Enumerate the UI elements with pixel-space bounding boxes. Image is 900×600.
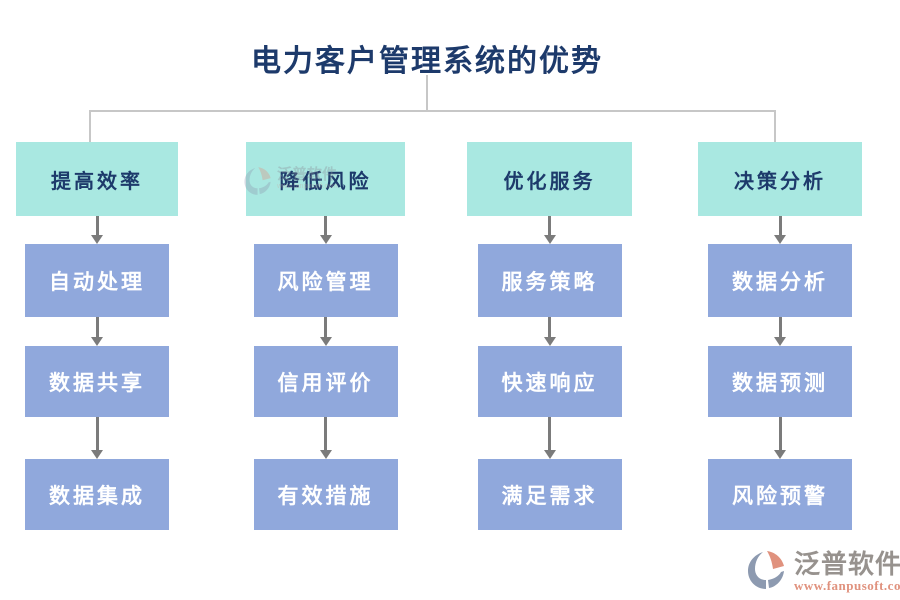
down-arrow-icon (543, 317, 556, 346)
title-connector-line (426, 75, 428, 111)
column-optimize-service: 优化服务 服务策略 快速响应 满足需求 (467, 142, 632, 530)
down-arrow-icon (774, 216, 786, 244)
brand-url-text: www.fanpusoft.com (794, 578, 900, 593)
node-box: 风险预警 (708, 459, 852, 530)
horizontal-connector-line (89, 110, 776, 112)
fanpu-brand-footer: 泛普软件 www.fanpusoft.com (746, 550, 900, 593)
fanpu-logo-icon (748, 551, 784, 589)
node-box: 信用评价 (253, 346, 398, 417)
column-improve-efficiency: 提高效率 自动处理 数据共享 数据集成 (16, 142, 178, 530)
node-box: 数据分析 (708, 244, 852, 317)
node-box: 风险管理 (253, 244, 398, 317)
down-arrow-icon (91, 216, 103, 244)
node-box: 数据预测 (708, 346, 852, 417)
node-box: 满足需求 (477, 459, 622, 530)
node-box: 快速响应 (477, 346, 622, 417)
down-arrow-icon (91, 417, 103, 459)
down-arrow-icon (774, 417, 786, 459)
brand-name-text: 泛普软件 (794, 549, 900, 579)
right-drop-line (774, 112, 776, 143)
down-arrow-icon (543, 216, 556, 244)
column-header: 决策分析 (698, 142, 862, 216)
node-box: 数据集成 (25, 459, 169, 530)
column-header: 降低风险 (246, 142, 405, 216)
down-arrow-icon (91, 317, 103, 346)
down-arrow-icon (319, 216, 332, 244)
left-drop-line (89, 112, 91, 143)
node-box: 数据共享 (25, 346, 169, 417)
node-box: 自动处理 (25, 244, 169, 317)
down-arrow-icon (543, 417, 556, 459)
down-arrow-icon (319, 317, 332, 346)
down-arrow-icon (774, 317, 786, 346)
column-reduce-risk: 降低风险 风险管理 信用评价 有效措施 (246, 142, 405, 530)
column-header: 优化服务 (467, 142, 632, 216)
down-arrow-icon (319, 417, 332, 459)
node-box: 有效措施 (253, 459, 398, 530)
node-box: 服务策略 (477, 244, 622, 317)
column-header: 提高效率 (16, 142, 178, 216)
column-decision-analysis: 决策分析 数据分析 数据预测 风险预警 (698, 142, 862, 530)
diagram-title: 电力客户管理系统的优势 (251, 45, 603, 78)
